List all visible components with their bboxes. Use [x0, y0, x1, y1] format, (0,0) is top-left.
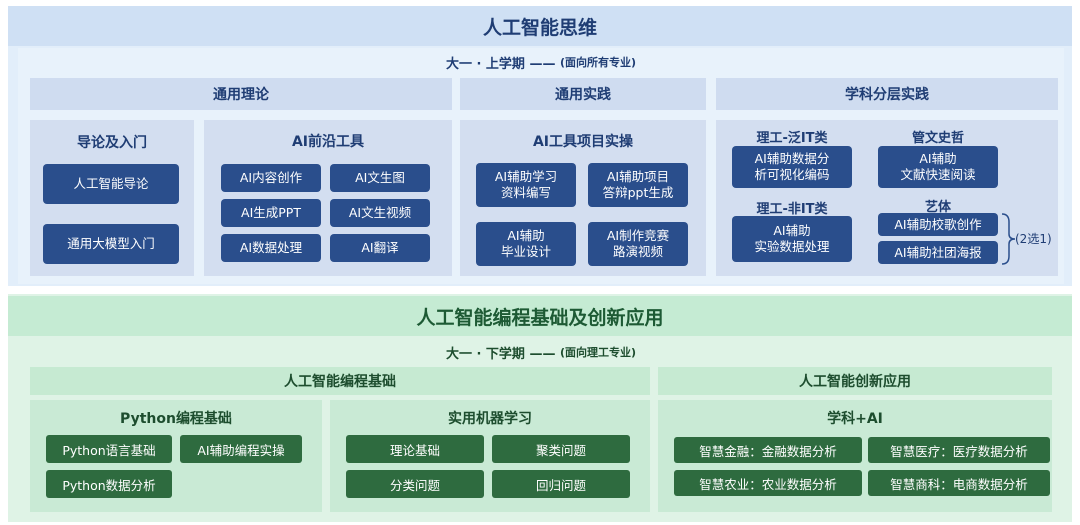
- course-llm-intro[interactable]: 通用大模型入门: [43, 224, 179, 264]
- course-regression[interactable]: 回归问题: [492, 470, 630, 498]
- app-smart-medical[interactable]: 智慧医疗：医疗数据分析: [868, 437, 1050, 463]
- term-line: 大一 · 上学期 —— (面向所有专业): [18, 50, 1064, 74]
- panel-title-ai-projects: AI工具项目实操: [532, 134, 634, 150]
- term-line-2: 大一 · 下学期 —— (面向理工专业): [18, 340, 1064, 364]
- column-header-innovation: 人工智能创新应用: [658, 367, 1052, 395]
- app-smart-agriculture[interactable]: 智慧农业：农业数据分析: [674, 470, 862, 496]
- course-python-data-analysis[interactable]: Python数据分析: [46, 470, 172, 498]
- tool-text-to-video[interactable]: AI文生视频: [330, 199, 430, 227]
- course-ml-theory[interactable]: 理论基础: [346, 435, 484, 463]
- label-arts: 艺体: [924, 199, 951, 215]
- app-smart-finance[interactable]: 智慧金融：金融数据分析: [674, 437, 862, 463]
- column-header-discipline-practice: 学科分层实践: [716, 78, 1058, 110]
- audience-label: (面向所有专业): [560, 56, 637, 69]
- project-study-material[interactable]: AI辅助学习 资料编写: [476, 163, 576, 207]
- discipline-stem-nonit-course[interactable]: AI辅助 实验数据处理: [732, 216, 852, 262]
- section-title-2: 人工智能编程基础及创新应用: [8, 296, 1072, 336]
- course-ai-coding[interactable]: AI辅助编程实操: [180, 435, 302, 463]
- project-competition-video[interactable]: AI制作竞赛 路演视频: [588, 222, 688, 266]
- course-intro-ai[interactable]: 人工智能导论: [43, 164, 179, 204]
- column-header-general-theory: 通用理论: [30, 78, 452, 110]
- project-defense-ppt[interactable]: AI辅助项目 答辩ppt生成: [588, 163, 688, 207]
- discipline-arts-poster[interactable]: AI辅助社团海报: [878, 241, 998, 264]
- term-label-2: 大一 · 下学期 ——: [445, 346, 556, 362]
- panel-title-intro: 导论及入门: [77, 135, 147, 151]
- label-stem-it: 理工-泛IT类: [756, 130, 828, 146]
- app-smart-commerce[interactable]: 智慧商科：电商数据分析: [868, 470, 1050, 496]
- panel-title-python: Python编程基础: [120, 411, 232, 427]
- panel-title-ai-tools: AI前沿工具: [291, 134, 365, 150]
- term-label: 大一 · 上学期 ——: [445, 56, 556, 72]
- label-humanities: 管文史哲: [911, 130, 964, 146]
- panel-title-applications: 学科+AI: [827, 411, 883, 427]
- label-stem-nonit: 理工-非IT类: [756, 201, 828, 217]
- course-python-basics[interactable]: Python语言基础: [46, 435, 172, 463]
- audience-label-2: (面向理工专业): [560, 346, 637, 359]
- course-classification[interactable]: 分类问题: [346, 470, 484, 498]
- column-header-general-practice: 通用实践: [460, 78, 706, 110]
- course-clustering[interactable]: 聚类问题: [492, 435, 630, 463]
- panel-title-ml: 实用机器学习: [448, 411, 532, 427]
- tool-content-creation[interactable]: AI内容创作: [221, 164, 321, 192]
- discipline-stem-it-course[interactable]: AI辅助数据分 析可视化编码: [732, 146, 852, 188]
- discipline-humanities-course[interactable]: AI辅助 文献快速阅读: [878, 146, 998, 188]
- tool-ppt-generation[interactable]: AI生成PPT: [221, 199, 321, 227]
- tool-data-processing[interactable]: AI数据处理: [221, 234, 321, 262]
- tool-text-to-image[interactable]: AI文生图: [330, 164, 430, 192]
- brace-icon: [1001, 213, 1016, 265]
- column-header-programming: 人工智能编程基础: [30, 367, 650, 395]
- discipline-arts-song[interactable]: AI辅助校歌创作: [878, 213, 998, 236]
- project-graduation-design[interactable]: AI辅助 毕业设计: [476, 222, 576, 266]
- choose-one-note: (2选1): [1015, 232, 1052, 246]
- tool-translation[interactable]: AI翻译: [330, 234, 430, 262]
- section-title: 人工智能思维: [8, 6, 1072, 46]
